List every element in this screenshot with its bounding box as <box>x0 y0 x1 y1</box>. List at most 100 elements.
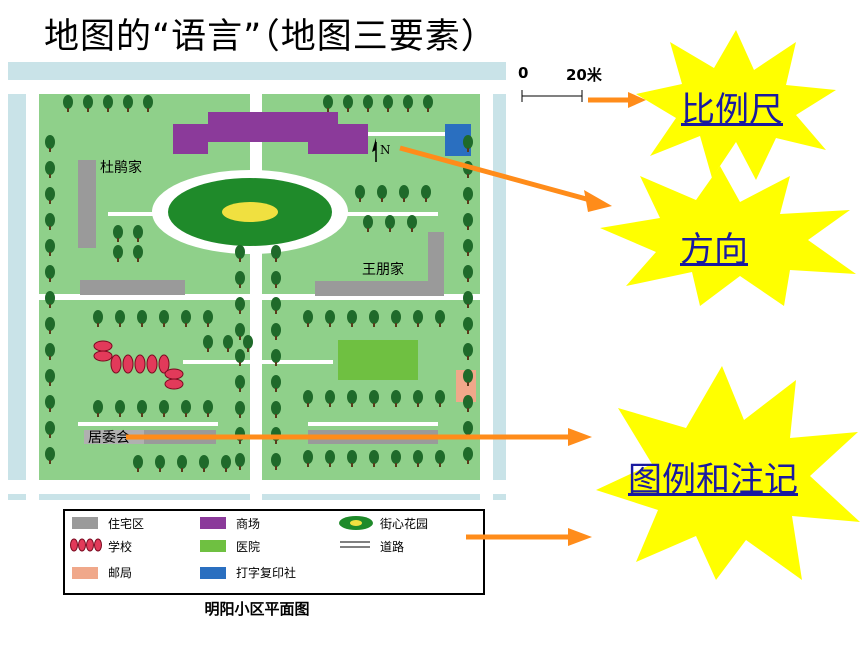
tree-icon <box>45 343 55 357</box>
tree-icon <box>137 310 147 324</box>
tree-icon <box>303 390 313 404</box>
lane <box>338 132 458 136</box>
tree-icon <box>271 453 281 467</box>
tree-icon <box>155 455 165 469</box>
tree-icon <box>271 245 281 259</box>
tree-icon <box>133 225 143 239</box>
tree-icon <box>271 349 281 363</box>
tree-icon <box>199 455 209 469</box>
tree-icon <box>463 447 473 461</box>
tree-icon <box>181 400 191 414</box>
du-home-label: 杜鹃家 <box>100 159 142 176</box>
wang-home-label: 王朋家 <box>362 261 404 278</box>
tree-icon <box>63 95 73 109</box>
map-canvas: 杜鹃家 王朋家 居委会 N 住宅区 <box>8 62 506 630</box>
tree-icon <box>235 401 245 415</box>
tree-icon <box>45 317 55 331</box>
tree-icon <box>463 135 473 149</box>
tree-icon <box>271 271 281 285</box>
tree-icon <box>45 239 55 253</box>
map-caption: 明阳小区平面图 <box>204 600 309 618</box>
trees <box>45 95 473 472</box>
residential-building <box>78 160 96 248</box>
tree-icon <box>235 323 245 337</box>
direction-element-link[interactable]: 方向 <box>680 230 748 270</box>
tree-icon <box>369 450 379 464</box>
tree-icon <box>391 390 401 404</box>
legend-hospital-icon <box>200 540 226 552</box>
tree-icon <box>363 215 373 229</box>
north-label: N <box>380 143 391 157</box>
tree-icon <box>45 369 55 383</box>
tree-icon <box>235 349 245 363</box>
tree-icon <box>203 400 213 414</box>
legend-label: 医院 <box>236 540 260 554</box>
tree-icon <box>45 135 55 149</box>
tree-icon <box>347 390 357 404</box>
tree-icon <box>103 95 113 109</box>
legend-label: 学校 <box>108 539 132 554</box>
tree-icon <box>463 369 473 383</box>
tree-icon <box>325 450 335 464</box>
tree-icon <box>93 400 103 414</box>
scale-distance: 20米 <box>566 66 602 84</box>
tree-icon <box>403 95 413 109</box>
scale-element-link[interactable]: 比例尺 <box>681 90 783 130</box>
legend-label: 打字复印社 <box>236 565 296 580</box>
lane <box>78 422 218 426</box>
legend-burst <box>596 366 860 580</box>
tree-icon <box>343 95 353 109</box>
tree-icon <box>463 395 473 409</box>
tree-icon <box>45 447 55 461</box>
legend-copy-icon <box>200 567 226 579</box>
legend-label: 道路 <box>380 539 404 554</box>
left-road <box>26 80 39 500</box>
tree-icon <box>423 95 433 109</box>
lane <box>263 212 438 216</box>
tree-icon <box>463 343 473 357</box>
tree-icon <box>243 335 253 349</box>
tree-icon <box>113 225 123 239</box>
scale-burst <box>636 30 836 180</box>
tree-icon <box>137 400 147 414</box>
tree-icon <box>369 390 379 404</box>
tree-icon <box>463 187 473 201</box>
tree-icon <box>83 95 93 109</box>
tree-icon <box>45 187 55 201</box>
tree-icon <box>435 310 445 324</box>
tree-icon <box>203 310 213 324</box>
direction-burst <box>600 166 856 306</box>
legend-road-icon <box>340 541 370 548</box>
tree-icon <box>113 245 123 259</box>
tree-icon <box>203 335 213 349</box>
tree-icon <box>45 291 55 305</box>
tree-icon <box>385 215 395 229</box>
residential-building <box>80 280 185 295</box>
tree-icon <box>303 310 313 324</box>
tree-icon <box>463 291 473 305</box>
legend-residential-icon <box>72 517 98 529</box>
tree-icon <box>271 401 281 415</box>
tree-icon <box>377 185 387 199</box>
tree-icon <box>271 427 281 441</box>
garden-center <box>222 202 278 222</box>
legend-element-link[interactable]: 图例和注记 <box>628 460 798 500</box>
tree-icon <box>383 95 393 109</box>
tree-icon <box>159 310 169 324</box>
tree-icon <box>235 453 245 467</box>
legend-label: 住宅区 <box>108 516 144 531</box>
legend-label: 街心花园 <box>380 516 428 531</box>
lane <box>183 360 333 364</box>
tree-icon <box>133 245 143 259</box>
tree-icon <box>45 213 55 227</box>
tree-icon <box>399 185 409 199</box>
tree-icon <box>271 297 281 311</box>
legend-school-icon <box>70 538 102 552</box>
tree-icon <box>463 421 473 435</box>
tree-icon <box>463 161 473 175</box>
tree-icon <box>435 390 445 404</box>
tree-icon <box>235 427 245 441</box>
tree-icon <box>407 215 417 229</box>
tree-icon <box>325 310 335 324</box>
residential-building <box>315 232 444 296</box>
